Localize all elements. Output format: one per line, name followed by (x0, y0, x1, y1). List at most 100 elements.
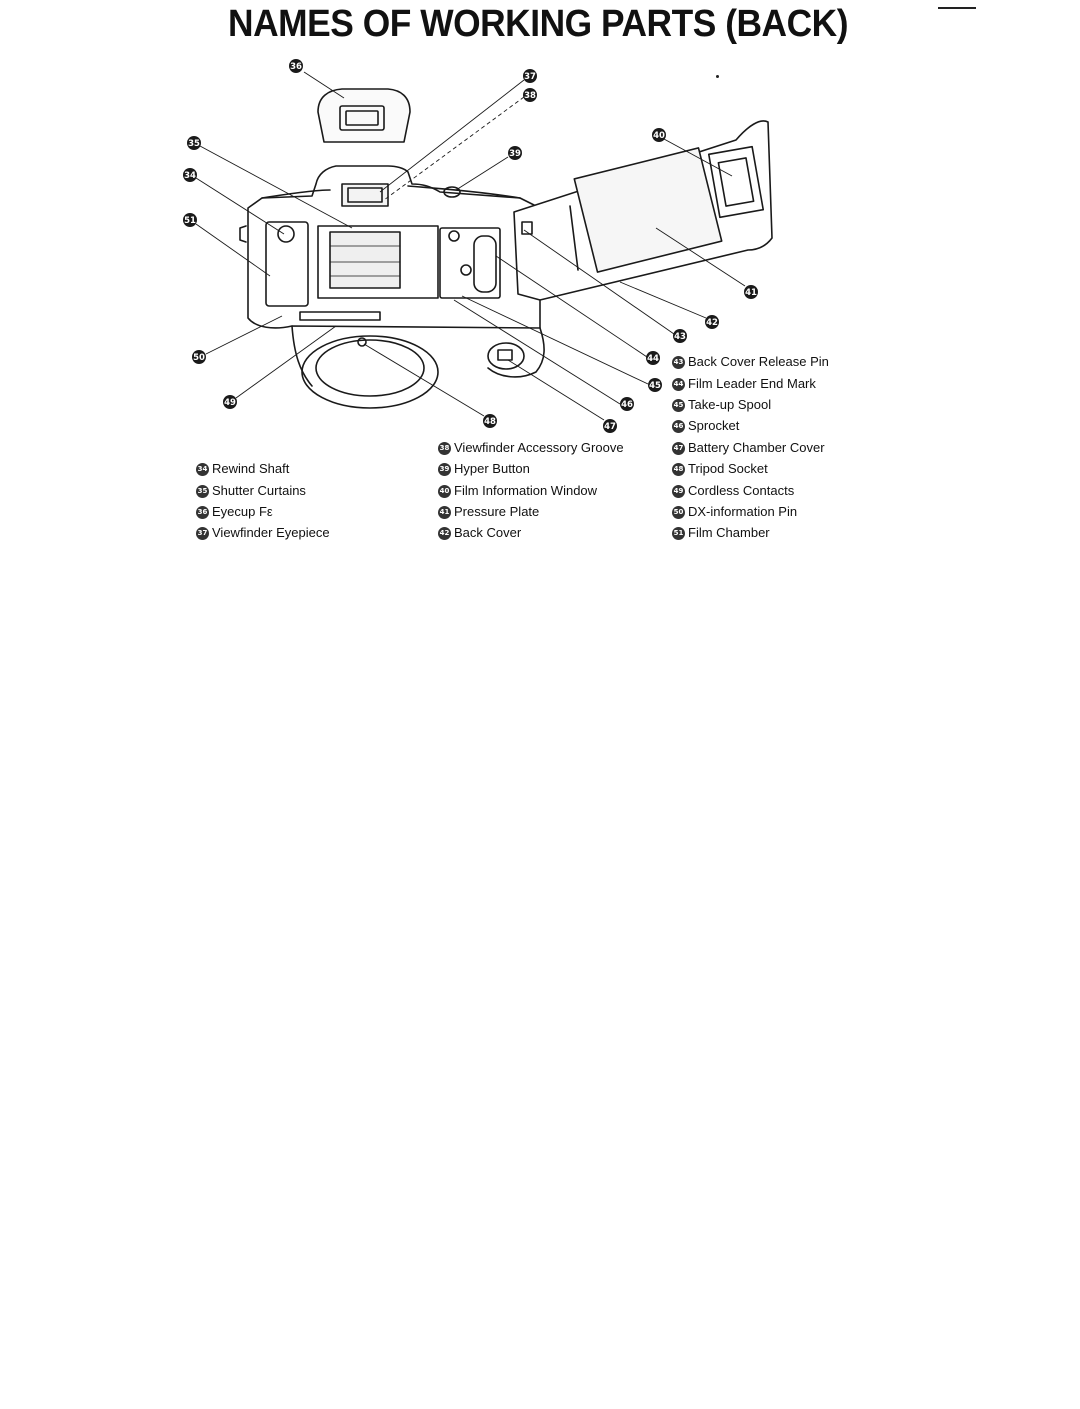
callout-41: 41 (744, 285, 758, 299)
legend-number: 42 (438, 526, 451, 540)
svg-text:45: 45 (649, 381, 661, 391)
legend-number: 49 (672, 484, 685, 498)
svg-text:34: 34 (184, 171, 196, 181)
legend-number: 39 (438, 462, 451, 476)
callout-42: 42 (705, 315, 719, 329)
legend-label: Pressure Plate (454, 504, 540, 519)
svg-text:49: 49 (224, 398, 236, 408)
callout-39: 39 (508, 146, 522, 160)
legend-number: 43 (672, 355, 685, 369)
corner-dot (716, 75, 719, 78)
legend-number: 38 (438, 441, 451, 455)
legend-number: 47 (672, 441, 685, 455)
svg-text:36: 36 (290, 62, 302, 72)
legend-number: 44 (672, 377, 685, 391)
legend-item-tripod-socket: 48 Tripod Socket (672, 461, 768, 477)
legend-label: Film Leader End Mark (688, 376, 816, 391)
legend-label: Hyper Button (454, 461, 530, 476)
svg-text:46: 46 (621, 400, 633, 410)
legend-item-take-up-spool: 45 Take-up Spool (672, 397, 771, 413)
callout-48: 48 (483, 414, 497, 428)
callout-38: 38 (523, 88, 537, 102)
svg-text:47: 47 (604, 422, 616, 432)
legend-item-cordless-contacts: 49 Cordless Contacts (672, 483, 794, 499)
svg-text:41: 41 (745, 288, 757, 298)
legend-label: Battery Chamber Cover (688, 440, 825, 455)
svg-text:44: 44 (647, 354, 659, 364)
legend-number: 36 (196, 505, 209, 519)
svg-text:43: 43 (674, 332, 686, 342)
svg-text:42: 42 (706, 318, 718, 328)
callout-45: 45 (648, 378, 662, 392)
legend-item-viewfinder-eyepiece: 37 Viewfinder Eyepiece (196, 525, 330, 541)
callout-40: 40 (652, 128, 666, 142)
callout-43: 43 (673, 329, 687, 343)
callout-49: 49 (223, 395, 237, 409)
legend-item-back-cover: 42 Back Cover (438, 525, 521, 541)
callout-37: 37 (523, 69, 537, 83)
legend-item-hyper-button: 39 Hyper Button (438, 461, 530, 477)
callout-35: 35 (187, 136, 201, 150)
legend-number: 40 (438, 484, 451, 498)
callout-44: 44 (646, 351, 660, 365)
legend-label: Cordless Contacts (688, 483, 795, 498)
legend-item-dx-information-pin: 50 DX-information Pin (672, 504, 797, 520)
camera-back-diagram: 36 37 38 39 40 41 42 43 44 45 46 47 48 4… (183, 59, 773, 433)
eyecup-drawing (317, 88, 411, 143)
legend-number: 34 (196, 462, 209, 476)
svg-text:51: 51 (184, 216, 196, 226)
legend-number: 50 (672, 505, 685, 519)
legend-item-rewind-shaft: 34 Rewind Shaft (196, 461, 289, 477)
legend-label: Film Chamber (688, 525, 770, 540)
legend-label: Rewind Shaft (212, 461, 290, 476)
corner-rule (938, 7, 976, 9)
callout-47: 47 (603, 419, 617, 433)
back-cover-drawing (513, 120, 773, 301)
camera-body-drawing (239, 165, 545, 409)
callout-markers: 36 37 38 39 40 41 42 43 44 45 46 47 48 4… (183, 59, 758, 433)
legend-label: Take-up Spool (688, 397, 772, 412)
legend-number: 45 (672, 398, 685, 412)
legend-label: Back Cover (454, 525, 522, 540)
legend-number: 48 (672, 462, 685, 476)
svg-text:35: 35 (188, 139, 200, 149)
svg-text:48: 48 (484, 417, 496, 427)
legend-label: Tripod Socket (688, 461, 768, 476)
svg-text:38: 38 (524, 91, 536, 101)
callout-36: 36 (289, 59, 303, 73)
legend-item-pressure-plate: 41 Pressure Plate (438, 504, 539, 520)
legend-number: 46 (672, 419, 685, 433)
legend-item-viewfinder-accessory-groove: 38 Viewfinder Accessory Groove (438, 440, 624, 456)
svg-text:39: 39 (509, 149, 521, 159)
legend-label: Sprocket (688, 418, 740, 433)
legend-item-film-information-window: 40 Film Information Window (438, 483, 597, 499)
callout-50: 50 (192, 350, 206, 364)
legend-label: Eyecup Fε (212, 504, 273, 519)
legend-label: Film Information Window (454, 483, 598, 498)
legend-number: 51 (672, 526, 685, 540)
leader-lines (195, 71, 746, 421)
legend-label: DX-information Pin (688, 504, 798, 519)
legend-label: Viewfinder Accessory Groove (454, 440, 624, 455)
legend-number: 37 (196, 526, 209, 540)
svg-text:37: 37 (524, 72, 536, 82)
legend-item-sprocket: 46 Sprocket (672, 418, 739, 434)
legend-item-shutter-curtains: 35 Shutter Curtains (196, 483, 306, 499)
legend-number: 41 (438, 505, 451, 519)
legend-item-battery-chamber-cover: 47 Battery Chamber Cover (672, 440, 825, 456)
legend-number: 35 (196, 484, 209, 498)
camera-illustration (239, 88, 773, 409)
legend-item-back-cover-release-pin: 43 Back Cover Release Pin (672, 354, 829, 370)
callout-34: 34 (183, 168, 197, 182)
callout-46: 46 (620, 397, 634, 411)
legend-item-film-chamber: 51 Film Chamber (672, 525, 770, 541)
legend-item-eyecup: 36 Eyecup Fε (196, 504, 273, 520)
legend-label: Shutter Curtains (212, 483, 306, 498)
legend-label: Viewfinder Eyepiece (212, 525, 330, 540)
callout-51: 51 (183, 213, 197, 227)
page-title: NAMES OF WORKING PARTS (BACK) (228, 3, 849, 45)
svg-text:50: 50 (193, 353, 205, 363)
svg-text:40: 40 (653, 131, 665, 141)
legend-label: Back Cover Release Pin (688, 354, 829, 369)
legend-item-film-leader-end-mark: 44 Film Leader End Mark (672, 376, 816, 392)
